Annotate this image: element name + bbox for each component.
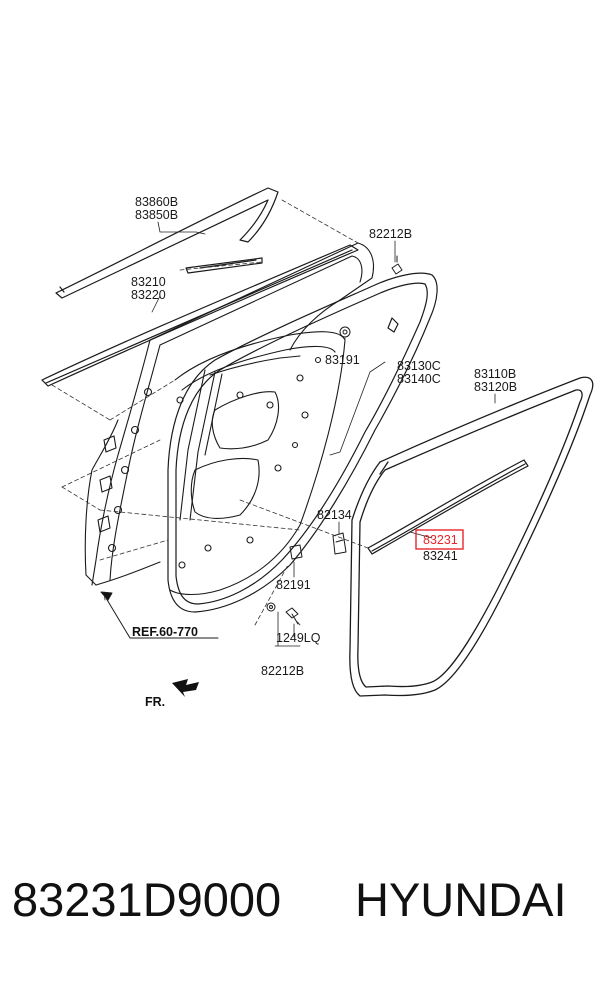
- part-number: 83231D9000: [12, 873, 282, 926]
- callout-83241: 83241: [423, 549, 458, 563]
- fastener-82212b-bottom: [266, 602, 276, 612]
- callout-83120b: 83120B: [474, 380, 517, 394]
- ref-arrow: [100, 591, 219, 639]
- callout-82212b-top: 82212B: [369, 227, 412, 241]
- front-label: FR.: [145, 695, 165, 709]
- callout-82134: 82134: [317, 508, 352, 522]
- callout-82191: 82191: [276, 578, 311, 592]
- projection-lines: [51, 199, 369, 626]
- callout-1249lq: 1249LQ: [276, 631, 321, 645]
- clip-82134: [332, 532, 347, 555]
- grommet-83191: [339, 326, 351, 338]
- brand-name: HYUNDAI: [355, 873, 567, 926]
- front-arrow-icon: [172, 679, 199, 697]
- callout-83231: 83231: [423, 533, 458, 547]
- screw-1249lq: [285, 607, 299, 625]
- door-shell-part: [84, 242, 375, 596]
- callout-83191: 83191: [325, 353, 360, 367]
- belt-moulding-part: [41, 244, 359, 387]
- callout-83110b: 83110B: [474, 367, 516, 381]
- callout-83850b: 83850B: [135, 208, 178, 222]
- callout-83130c: 83130C: [397, 359, 441, 373]
- fastener-82212b-top: [391, 255, 403, 275]
- callout-82212b-bottom: 82212B: [261, 664, 304, 678]
- callout-83210: 83210: [131, 275, 166, 289]
- glass-run-part: [367, 459, 529, 555]
- door-weatherstrip-part: [167, 272, 438, 613]
- roof-moulding-part: [55, 187, 279, 299]
- callout-83220: 83220: [131, 288, 166, 302]
- grommet-82191: [289, 544, 303, 560]
- leader-lines: [103, 221, 496, 647]
- frame-weatherstrip-part: [349, 376, 594, 697]
- ref-label: REF.60-770: [132, 625, 198, 639]
- callout-83860b: 83860B: [135, 195, 178, 209]
- footer: 83231D9000 HYUNDAI: [0, 872, 600, 952]
- highlight-box: [415, 529, 464, 550]
- callout-83140c: 83140C: [397, 372, 441, 386]
